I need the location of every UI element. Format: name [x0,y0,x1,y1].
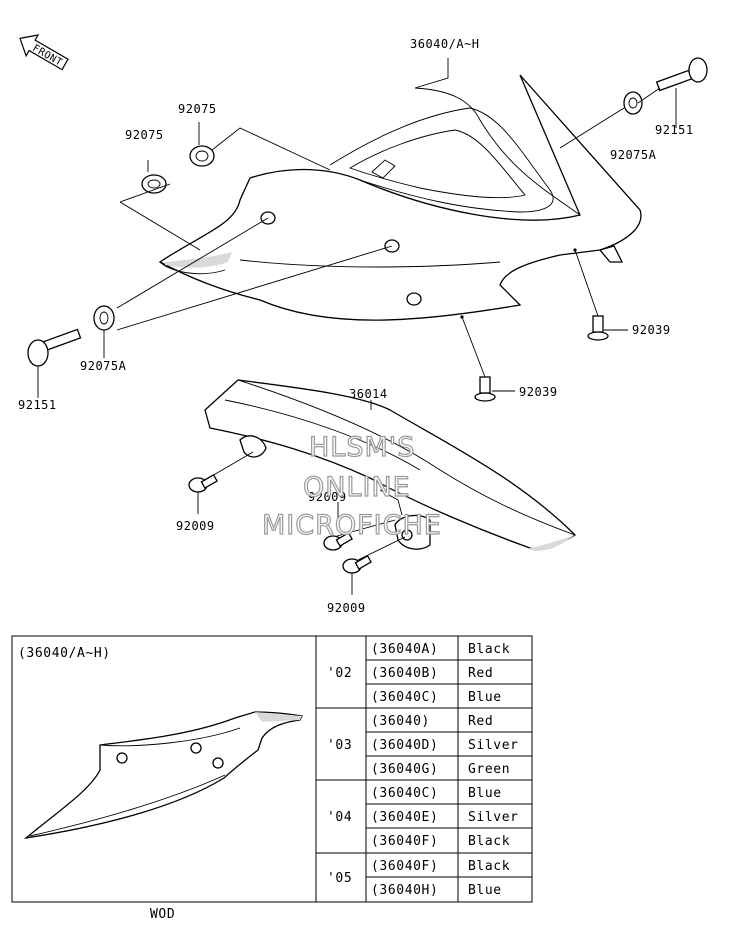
year-04: '04 [327,810,352,825]
clip-92039-center [474,376,496,402]
front-arrow-icon: FRONT [19,34,69,71]
color: Black [468,642,510,657]
cowl-side-view-part [23,711,303,840]
year-02: '02 [327,666,352,681]
callout-92075A-r: 92075A [610,148,657,162]
part-number: (36040) [371,714,430,729]
year-05: '05 [327,871,352,886]
color: Blue [468,883,502,898]
callout-92009-b: 92009 [327,601,366,615]
table-footer: WOD [150,907,175,922]
part-number: (36040G) [371,762,438,777]
callout-92039-c: 92039 [519,385,558,399]
bolt-92151-left [27,328,82,367]
color: Blue [468,786,502,801]
color: Black [468,834,510,849]
callout-92075A-l: 92075A [80,359,127,373]
color: Black [468,859,510,874]
grommet-92075-left [141,174,167,194]
color: Green [468,762,510,777]
part-number: (36040E) [371,810,438,825]
part-number: (36040B) [371,666,438,681]
part-number: (36040F) [371,859,438,874]
year-03: '03 [327,738,352,753]
watermark-line-1: HLSM'S [309,432,415,463]
part-number: (36040A) [371,642,438,657]
callout-92075-b: 92075 [178,102,217,116]
part-number: (36040H) [371,883,438,898]
callout-92009-l: 92009 [176,519,215,533]
callout-92009-m: 92009 [308,490,347,504]
callout-36040: 36040/A~H [410,37,480,51]
callout-36014: 36014 [349,387,388,401]
color: Red [468,666,493,681]
part-number: (36040D) [371,738,438,753]
table-title: (36040/A~H) [18,646,111,661]
callout-92151-r: 92151 [655,123,694,137]
grommet-92075A-left [93,305,115,331]
color: Silver [468,810,519,825]
clip-92039-right [587,315,609,341]
grommet-92075-right [189,145,215,167]
seat-cowl-part [158,74,642,321]
watermark-line-3: MICROFICHE [262,510,442,541]
color: Blue [468,690,502,705]
bolt-92009-bottom [342,555,372,574]
color: Silver [468,738,519,753]
callout-92039-r: 92039 [632,323,671,337]
color: Red [468,714,493,729]
bolt-92009-middle [323,532,353,551]
part-number: (36040C) [371,690,438,705]
bolt-92009-left [188,474,218,493]
part-number: (36040C) [371,786,438,801]
variant-table: (36040/A~H) '02 '03 '04 '05 (36040A) Bla… [11,635,533,903]
grommet-92075A-right [623,91,643,115]
part-number: (36040F) [371,834,438,849]
bolt-92151-right [655,57,708,92]
callout-92151-l: 92151 [18,398,57,412]
watermark-line-2: ONLINE [303,472,411,503]
callout-92075-a: 92075 [125,128,164,142]
chain-cover-part [204,379,577,551]
